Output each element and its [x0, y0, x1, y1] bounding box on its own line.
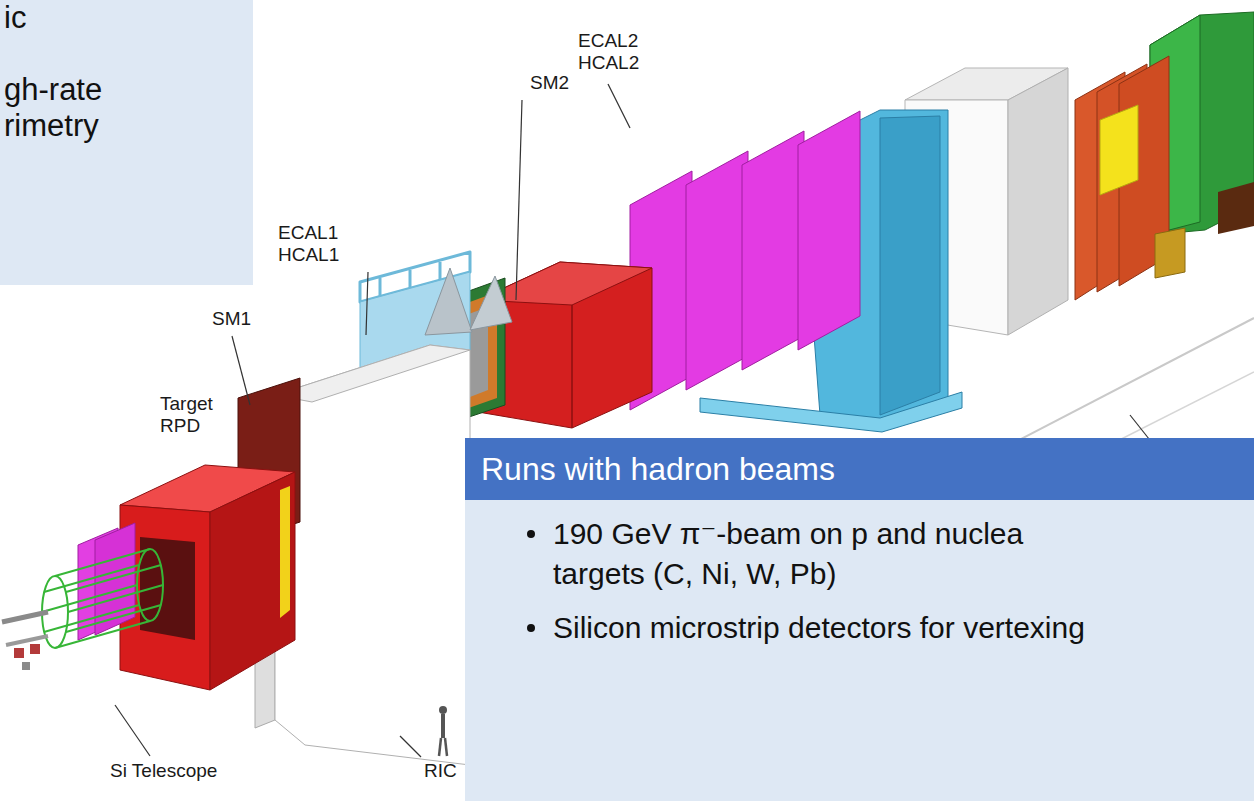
part-label: Target RPD — [160, 393, 213, 437]
callout-box: Runs with hadron beams 190 GeV π⁻-beam on… — [465, 438, 1254, 801]
rich-top — [275, 345, 470, 402]
absorber-side — [1008, 68, 1068, 335]
person-leg — [439, 738, 441, 756]
yellow-strip — [280, 486, 290, 618]
bullet-list: 190 GeV π⁻-beam on p and nuclea targets … — [465, 500, 1254, 648]
support-block — [1218, 182, 1254, 234]
part-label: SM1 — [212, 308, 251, 330]
person-leg — [445, 738, 447, 756]
silicon-station — [30, 644, 40, 654]
part-label: SM2 — [530, 72, 569, 94]
yellow-plate — [1100, 105, 1138, 195]
part-label: ECAL1 HCAL1 — [278, 222, 339, 266]
beam-pipe — [6, 636, 48, 645]
drift-chamber — [798, 111, 860, 350]
drift-chamber — [742, 131, 804, 370]
gold-block — [1155, 228, 1185, 278]
rich-vessel — [275, 345, 470, 765]
floor-rail — [990, 318, 1254, 455]
leader-line — [400, 736, 421, 757]
panel-text: ic — [4, 0, 253, 36]
leader-line — [366, 272, 368, 335]
silicon-station — [22, 662, 30, 670]
calorimeter-platform — [700, 392, 962, 432]
beam-pipe — [2, 612, 48, 622]
drift-chamber — [686, 151, 748, 390]
leader-line — [232, 336, 250, 405]
part-label: ECAL2 HCAL2 — [578, 30, 639, 74]
calorimeter-2-block — [880, 116, 940, 415]
box-heading: Runs with hadron beams — [481, 438, 1254, 500]
bullet-item: 190 GeV π⁻-beam on p and nuclea targets … — [553, 514, 1093, 594]
leader-line — [115, 705, 150, 756]
leader-line — [608, 84, 630, 128]
bullet-dot — [527, 624, 535, 632]
person-head — [439, 706, 447, 714]
bullet-text: 190 GeV π⁻-beam on p and nuclea targets … — [553, 514, 1093, 594]
silicon-station — [14, 648, 24, 658]
part-label: RIC — [424, 760, 457, 782]
bullet-item: Silicon microstrip detectors for vertexi… — [553, 608, 1093, 648]
magnet-sm1-side — [210, 472, 295, 690]
person-body — [441, 714, 445, 738]
leader-line — [516, 100, 522, 300]
info-panel: ic gh-rate rimetry — [0, 0, 253, 285]
panel-text: gh-rate rimetry — [4, 72, 154, 144]
bullet-text: Silicon microstrip detectors for vertexi… — [553, 608, 1093, 648]
part-label: Si Telescope — [110, 760, 217, 782]
header-band: Runs with hadron beams — [465, 438, 1254, 500]
photon-cone — [470, 276, 512, 330]
bullet-dot — [527, 530, 535, 538]
photon-cone — [425, 268, 472, 335]
magnet-edge — [571, 305, 573, 428]
recoil-detector — [42, 549, 163, 648]
